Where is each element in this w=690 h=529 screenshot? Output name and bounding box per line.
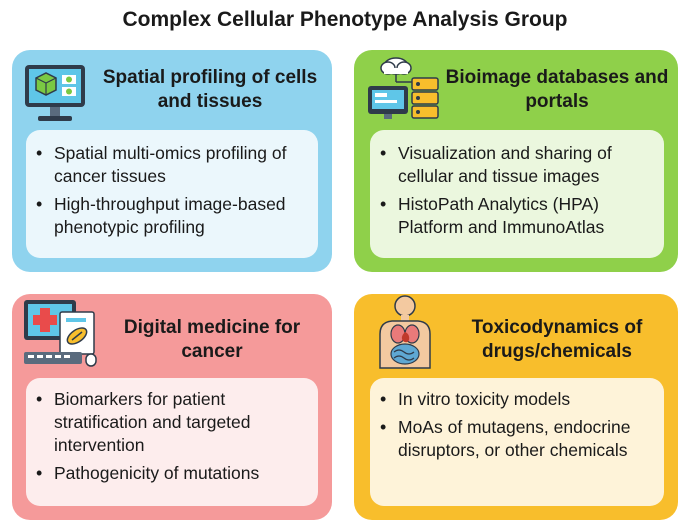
card-items-box: Visualization and sharing of cellular an…	[370, 130, 664, 258]
card-digital-medicine: Digital medicine for cancer Biomarkers f…	[12, 294, 332, 520]
microscope-monitor-icon	[25, 65, 85, 121]
list-item: Pathogenicity of mutations	[32, 462, 310, 485]
medical-computer-icon	[24, 300, 97, 367]
card-title: Digital medicine for cancer	[123, 317, 301, 362]
list-item: Biomarkers for patient stratification an…	[32, 388, 310, 457]
list-item: HistoPath Analytics (HPA) Platform and I…	[376, 193, 656, 239]
cloud-database-icon	[368, 57, 439, 119]
page-title: Complex Cellular Phenotype Analysis Grou…	[122, 8, 568, 31]
card-title: Spatial profiling of cells and tissues	[102, 67, 318, 112]
list-item: MoAs of mutagens, endocrine disruptors, …	[376, 416, 656, 462]
card-items-box: Biomarkers for patient stratification an…	[26, 378, 318, 506]
list-item: High-throughput image-based phenotypic p…	[32, 193, 308, 239]
card-toxicodynamics: Toxicodynamics of drugs/chemicals In vit…	[354, 294, 678, 520]
card-bioimage-databases: Bioimage databases and portals Visualiza…	[354, 50, 678, 272]
list-item: In vitro toxicity models	[376, 388, 656, 411]
list-item: Visualization and sharing of cellular an…	[376, 142, 656, 188]
card-spatial-profiling: Spatial profiling of cells and tissues S…	[12, 50, 332, 272]
card-title: Toxicodynamics of drugs/chemicals	[471, 317, 643, 362]
card-items-box: In vitro toxicity models MoAs of mutagen…	[370, 378, 664, 506]
list-item: Spatial multi-omics profiling of cancer …	[32, 142, 308, 188]
card-items-box: Spatial multi-omics profiling of cancer …	[26, 130, 318, 258]
human-anatomy-icon	[379, 295, 431, 369]
card-title: Bioimage databases and portals	[445, 67, 669, 112]
